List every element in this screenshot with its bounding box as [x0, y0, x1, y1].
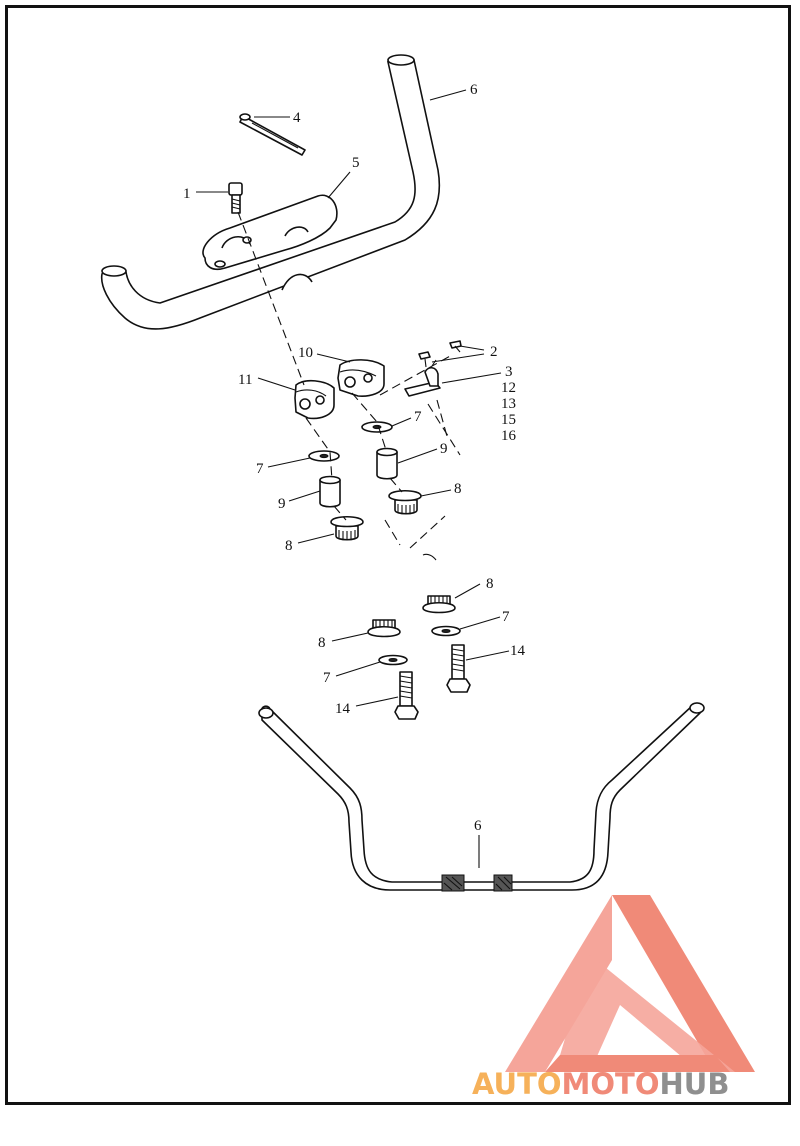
washer-part-7-a	[308, 450, 340, 462]
bolt-part-14-a	[394, 671, 419, 720]
callout-7-c: 7	[323, 670, 331, 686]
callout-14-b: 14	[510, 643, 526, 659]
bolts-part-2	[418, 340, 462, 368]
washer-part-7-d	[431, 625, 461, 637]
callout-4: 4	[293, 110, 301, 126]
callout-7-a: 7	[256, 461, 264, 477]
callout-8-d: 8	[486, 576, 494, 592]
callout-labels: 1 4 5 6 2 3 12 13 15 16 10 11 7 9 8 7 9 …	[183, 82, 526, 834]
bolt-part-14-b	[446, 644, 471, 693]
callout-9-a: 9	[278, 496, 286, 512]
logo-text-hub: HUB	[660, 1067, 730, 1101]
isolator-part-8-b	[388, 489, 422, 515]
cable-strap	[239, 113, 306, 156]
riser-clamp-part-10	[337, 359, 385, 397]
callout-8-a: 8	[285, 538, 293, 554]
assembly-center-lines	[237, 211, 461, 561]
leader-lines	[196, 89, 510, 868]
callout-1: 1	[183, 186, 191, 202]
callout-16: 16	[501, 428, 517, 444]
callout-2: 2	[490, 344, 498, 360]
logo-text-moto: MOTO	[562, 1067, 660, 1101]
isolator-part-8-d	[422, 595, 456, 614]
callout-8-c: 8	[318, 635, 326, 651]
callout-7-d: 7	[502, 609, 510, 625]
bracket-part-3	[404, 359, 441, 397]
watermark-logo-text: AUTOMOTOHUB	[472, 1067, 729, 1101]
washer-part-7-c	[378, 654, 408, 666]
handlebar-top-view	[100, 54, 441, 330]
bushing-part-9-b	[376, 447, 398, 480]
isolator-part-8-c	[367, 619, 401, 638]
callout-7-b: 7	[414, 409, 422, 425]
svg-text:AUTOMOTOHUB: AUTOMOTOHUB	[472, 1067, 729, 1101]
isolator-part-8-a	[330, 515, 364, 541]
callout-9-b: 9	[440, 441, 448, 457]
screw-part-1	[228, 182, 243, 214]
callout-8-b: 8	[454, 481, 462, 497]
callout-12: 12	[501, 380, 516, 396]
callout-14-a: 14	[335, 701, 351, 717]
callout-6-bottom: 6	[474, 818, 482, 834]
callout-6-top: 6	[470, 82, 478, 98]
riser-clamp-part-11	[294, 379, 335, 420]
watermark-logo-mark	[505, 895, 755, 1072]
callout-15: 15	[501, 412, 516, 428]
callout-11: 11	[238, 372, 252, 388]
callout-3: 3	[505, 364, 513, 380]
callout-5: 5	[352, 155, 360, 171]
logo-text-auto: AUTO	[472, 1067, 562, 1101]
handlebar-front-view	[258, 702, 705, 892]
bushing-part-9-a	[319, 475, 341, 508]
washer-part-7-b	[361, 421, 393, 433]
callout-10: 10	[298, 345, 313, 361]
callout-13: 13	[501, 396, 516, 412]
